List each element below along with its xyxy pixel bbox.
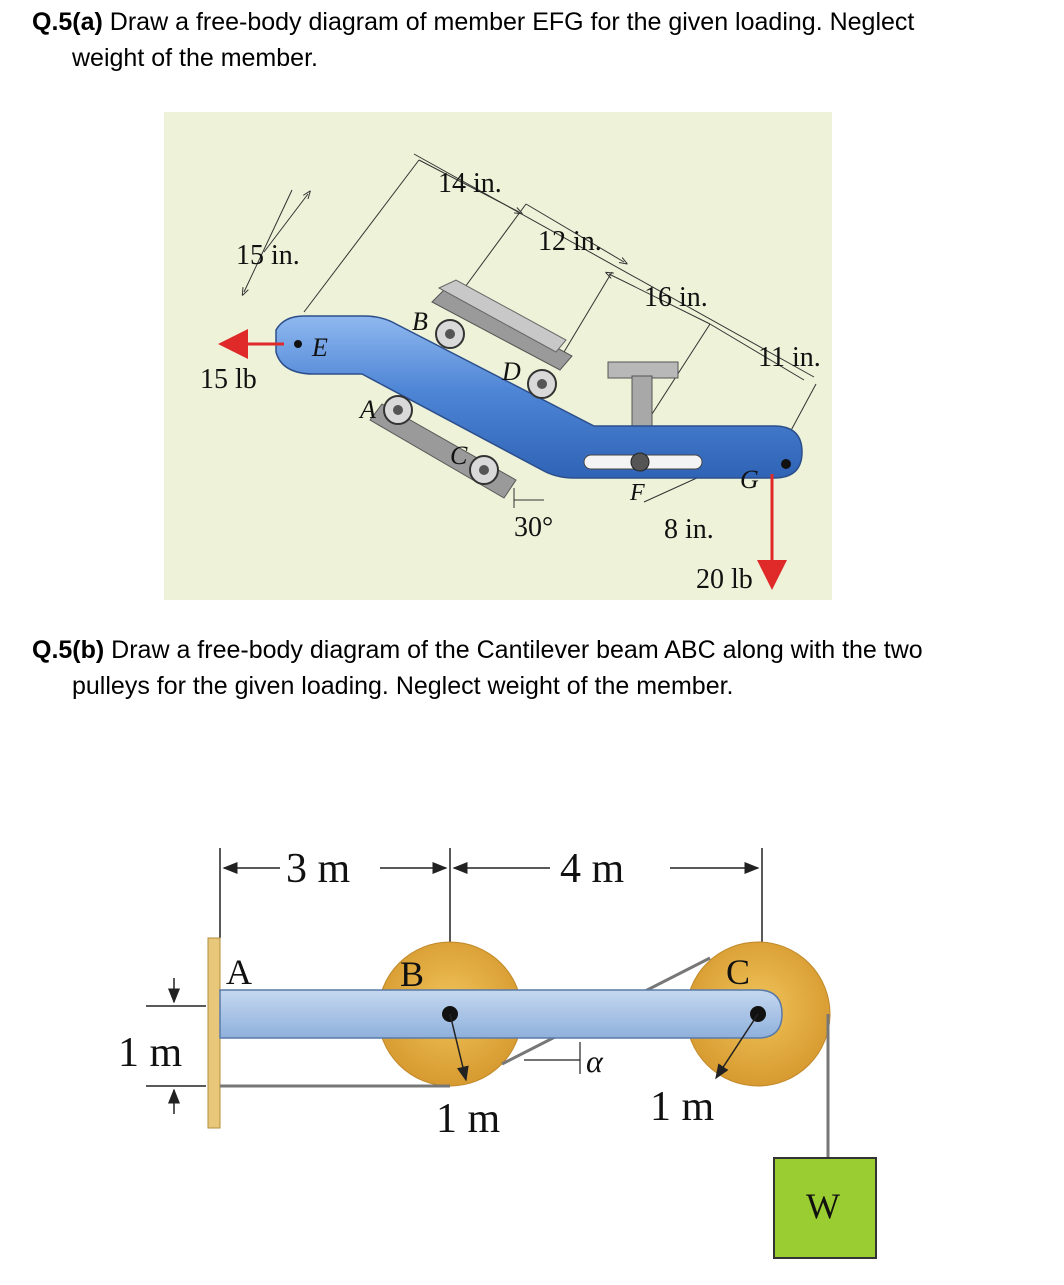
dim-8in: 8 in. bbox=[664, 514, 714, 545]
label-c: C bbox=[450, 441, 468, 470]
dim-1m-offset: 1 m bbox=[118, 1030, 183, 1076]
point-e-dot bbox=[294, 340, 302, 348]
load-15lb: 15 lb bbox=[200, 364, 257, 395]
label-f: F bbox=[629, 480, 645, 506]
wall bbox=[207, 937, 221, 1129]
roller-c bbox=[469, 455, 499, 485]
question-b: Q.5(b) Draw a free-body diagram of the C… bbox=[32, 632, 1042, 704]
label-e: E bbox=[311, 333, 328, 362]
question-b-text-line1: Draw a free-body diagram of the Cantilev… bbox=[104, 636, 923, 664]
question-a-label: Q.5(a) bbox=[32, 8, 103, 36]
question-b-label: Q.5(b) bbox=[32, 636, 105, 664]
question-a: Q.5(a) Draw a free-body diagram of membe… bbox=[32, 4, 1042, 76]
roller-d bbox=[527, 369, 557, 399]
angle-alpha: α bbox=[586, 1043, 604, 1079]
top-dimension bbox=[219, 848, 763, 988]
alpha-marker bbox=[524, 1042, 581, 1074]
radius-c-1m: 1 m bbox=[650, 1084, 715, 1130]
weight-label: W bbox=[806, 1186, 840, 1226]
figure-b-cantilever: 3 m 4 m 1 m bbox=[110, 828, 910, 1280]
label-a: A bbox=[358, 395, 376, 424]
upper-track bbox=[431, 279, 573, 371]
beam-abc bbox=[219, 989, 783, 1039]
dim-12in: 12 in. bbox=[538, 226, 602, 257]
load-20lb: 20 lb bbox=[696, 564, 753, 595]
pin-f bbox=[630, 452, 650, 472]
dim-14in: 14 in. bbox=[438, 168, 502, 199]
figure-a-background bbox=[164, 112, 832, 600]
radius-lines bbox=[449, 1013, 759, 1082]
question-a-text-line1: Draw a free-body diagram of member EFG f… bbox=[102, 8, 915, 36]
dim-4m: 4 m bbox=[560, 846, 625, 892]
label-g: G bbox=[740, 465, 759, 494]
dim-11in: 11 in. bbox=[758, 342, 821, 373]
label-d: D bbox=[501, 357, 521, 386]
label-b: B bbox=[400, 954, 424, 994]
angle-30: 30° bbox=[514, 512, 553, 543]
roller-b bbox=[435, 319, 465, 349]
left-dimension bbox=[146, 978, 206, 1114]
label-a: A bbox=[226, 952, 252, 992]
dim-3m: 3 m bbox=[286, 846, 351, 892]
figure-a-member-efg: 15 in. 14 in. 12 in. 16 in. 11 in. 8 in.… bbox=[164, 112, 832, 600]
weight-block bbox=[773, 1157, 877, 1259]
radius-b-1m: 1 m bbox=[436, 1096, 501, 1142]
roller-a bbox=[383, 395, 413, 425]
dim-16in: 16 in. bbox=[644, 282, 708, 313]
label-b: B bbox=[412, 307, 428, 336]
question-a-text-line2: weight of the member. bbox=[72, 44, 318, 72]
figure-a-svg: 15 in. 14 in. 12 in. 16 in. 11 in. 8 in.… bbox=[164, 112, 832, 600]
figure-b-svg: 3 m 4 m 1 m bbox=[118, 846, 877, 1259]
dim-15in: 15 in. bbox=[236, 240, 300, 271]
point-g-dot bbox=[781, 459, 791, 469]
question-b-text-line2: pulleys for the given loading. Neglect w… bbox=[72, 672, 734, 700]
label-c: C bbox=[726, 952, 750, 992]
member-efg bbox=[275, 315, 803, 479]
